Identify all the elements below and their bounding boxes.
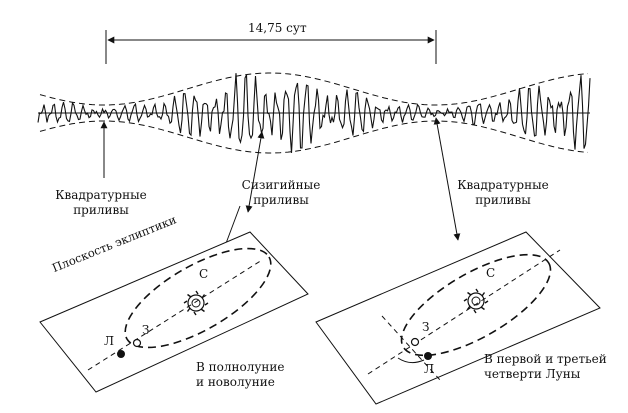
sun-label-left: С [199,267,209,281]
moon-orbit-left [124,247,272,349]
moon-label-left: Л [104,334,115,348]
lower-envelope [39,120,589,154]
syzygy-line1: Сизигийные [241,178,321,192]
ecliptic-plane-left [39,231,309,393]
moon-orbit-right [400,253,552,357]
quadrature-left-line1: Квадратурные [55,188,147,202]
moon-label-right: Л [424,362,435,376]
earth-icon-left [132,338,142,348]
quadrature-tides-left-label: Квадратурные приливы [46,188,156,218]
tide-curve [37,72,591,154]
earth-icon-right [410,337,420,347]
sun-icon-left [183,290,209,316]
quadrature-left-line2: приливы [73,203,129,217]
quadrature-right-line2: приливы [475,193,531,207]
caption-quarter-moon: В первой и третьей четверти Луны [484,352,607,382]
quadrature-right-line1: Квадратурные [457,178,549,192]
caption-right-line1: В первой и третьей [484,352,607,366]
ecliptic-plane-right [315,231,601,405]
quarter-arc-right [397,357,425,364]
syzygy-line2: приливы [253,193,309,207]
syzygy-arrow [245,131,265,213]
earth-label-right: З [422,320,430,334]
caption-full-new-moon: В полнолуние и новолуние [196,360,284,390]
moon-icon-left [117,350,125,358]
panel-quarter-moon [315,231,601,405]
sun-icon-right [463,288,489,314]
caption-right-line2: четверти Луны [484,367,581,381]
syzygy-tides-label: Сизигийные приливы [226,178,336,208]
sun-label-right: С [486,266,496,280]
quadrature-tides-right-label: Квадратурные приливы [448,178,558,208]
sun-earth-line-right [367,249,561,375]
moon-icon-right [424,352,432,360]
quadrature-right-arrow [433,117,461,241]
caption-left-line1: В полнолуние [196,360,285,374]
earth-label-left: З [142,323,150,337]
syzygy-line-left [87,259,263,371]
tide-oscillation [37,73,591,153]
caption-left-line2: и новолуние [196,375,275,389]
upper-envelope [39,72,589,106]
panel-full-new-moon [39,231,309,393]
period-label: 14,75 сут [248,21,307,35]
